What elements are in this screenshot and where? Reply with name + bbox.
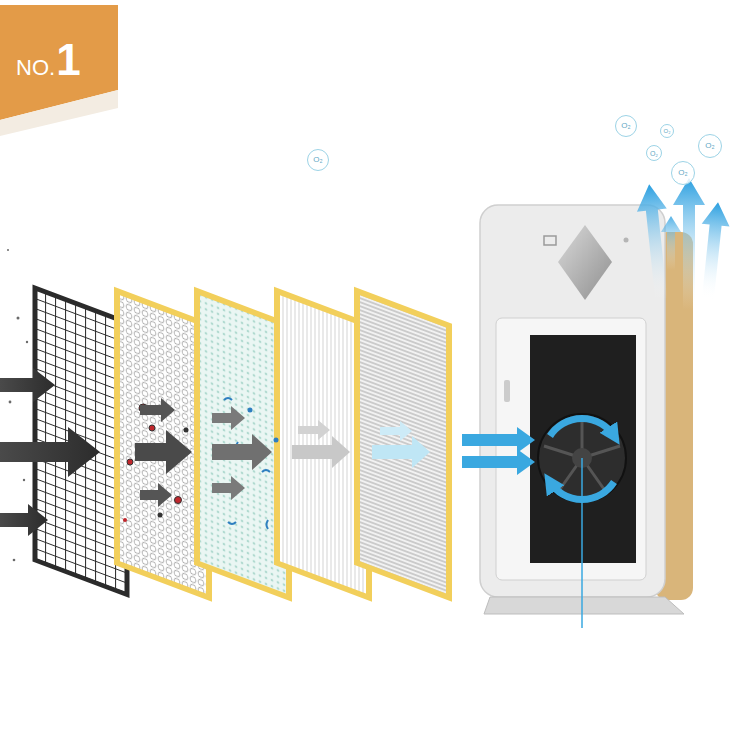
stand xyxy=(484,597,684,614)
outflow-arrows xyxy=(634,178,730,310)
indicator-dot xyxy=(624,238,629,243)
air-arrow xyxy=(140,483,172,507)
rotation-arrow xyxy=(550,482,614,500)
air-arrow xyxy=(140,398,175,422)
rotation-arrow xyxy=(550,418,614,436)
airflow-arrows xyxy=(0,368,430,536)
carbon-filter-panel xyxy=(357,291,449,598)
badge-prefix: NO. xyxy=(16,57,55,79)
badge-shadow xyxy=(0,90,118,136)
oxygen-bubble: O₂ xyxy=(615,115,637,137)
clean-air-arrow xyxy=(372,436,430,468)
oxygen-symbol: O₂ xyxy=(678,169,687,177)
air-arrow xyxy=(135,430,192,474)
oxygen-symbol: O₂ xyxy=(664,128,671,134)
top-vent xyxy=(558,225,612,300)
air-arrow xyxy=(212,434,272,470)
dirty-air-arrow xyxy=(0,368,55,402)
air-arrow xyxy=(298,420,330,440)
indicator-icon xyxy=(544,236,556,245)
badge-number: 1 xyxy=(56,38,80,82)
dirty-air-arrow xyxy=(0,427,100,477)
fan-opening xyxy=(530,335,636,563)
clean-air-arrow xyxy=(380,421,412,441)
oxygen-bubble: O₂ xyxy=(646,145,662,161)
purifier-housing xyxy=(480,205,665,597)
oxygen-bubble: O₂ xyxy=(671,161,695,185)
badge-label: NO.1 xyxy=(12,36,86,84)
oxygen-symbol: O₂ xyxy=(621,122,630,130)
clean-air-up-arrow xyxy=(661,216,681,270)
axis-line xyxy=(581,458,583,628)
clean-air-up-arrow xyxy=(694,201,730,301)
clean-air-up-arrow xyxy=(673,178,705,310)
latch xyxy=(504,380,510,402)
oxygen-symbol: O₂ xyxy=(313,156,322,164)
dirty-air-arrow xyxy=(0,504,48,536)
oxygen-bubble: O₂ xyxy=(698,134,722,158)
air-arrow xyxy=(212,406,245,430)
intake-arrow xyxy=(462,427,535,453)
intake-arrow xyxy=(462,449,535,475)
oxygen-symbol: O₂ xyxy=(650,150,658,157)
oxygen-symbol: O₂ xyxy=(705,142,714,150)
air-arrow xyxy=(212,476,245,500)
oxygen-bubble: O₂ xyxy=(660,124,674,138)
oxygen-bubble: O₂ xyxy=(307,149,329,171)
air-arrow xyxy=(292,436,350,468)
